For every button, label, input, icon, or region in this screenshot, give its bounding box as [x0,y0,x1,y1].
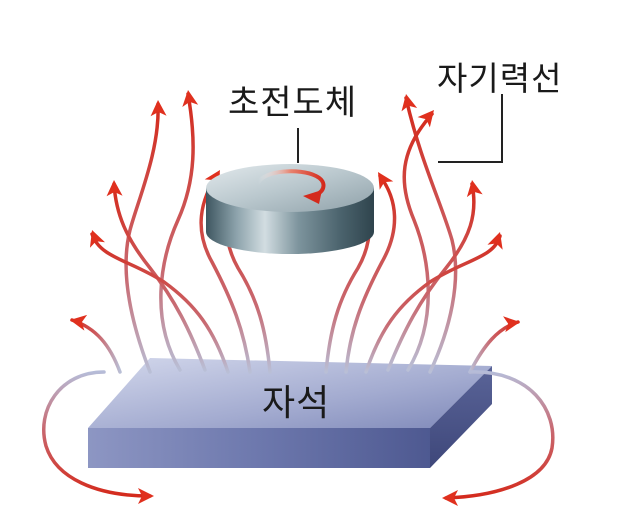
arrow-head-icon [70,314,88,331]
field-lines-label: 자기력선 [437,59,563,98]
magnet-label: 자석 [262,383,331,424]
rotation-arrow-head [303,190,322,204]
magnet-side-face [430,366,492,468]
arrow-head-icon [182,90,199,107]
field-lines-group [42,90,555,506]
field-line [159,92,195,372]
disc-top [206,164,374,212]
field-line [402,112,434,372]
arrow-head-icon [466,180,483,198]
field-line [42,370,152,498]
superconductor-label: 초전도체 [228,83,358,123]
arrow-head-icon [442,490,458,506]
field-line [344,174,397,374]
arrow-head-icon [89,230,105,248]
field-line [70,318,122,374]
rotation-arrow-icon [256,169,326,197]
field-line [444,370,555,500]
arrow-head-icon [401,94,418,112]
field-line [112,182,207,372]
arrow-head-icon [417,110,434,128]
magnet-front-face [88,428,430,468]
field-line [468,320,520,374]
field-line [386,182,476,372]
field-lines-leader-line [438,94,503,163]
field-line [404,96,458,374]
field-line [364,234,502,374]
field-line [124,102,160,374]
superconductor-disc [206,164,374,254]
magnet-top-face [88,358,492,428]
magnet-bar [88,358,492,468]
arrow-head-icon [378,172,394,190]
arrow-head-icon [503,316,520,333]
arrow-head-icon [150,100,167,117]
arrow-head-icon [106,180,123,197]
field-line [199,172,252,374]
field-line [90,232,230,374]
arrow-head-icon [487,232,503,250]
arrow-head-icon [138,488,154,504]
